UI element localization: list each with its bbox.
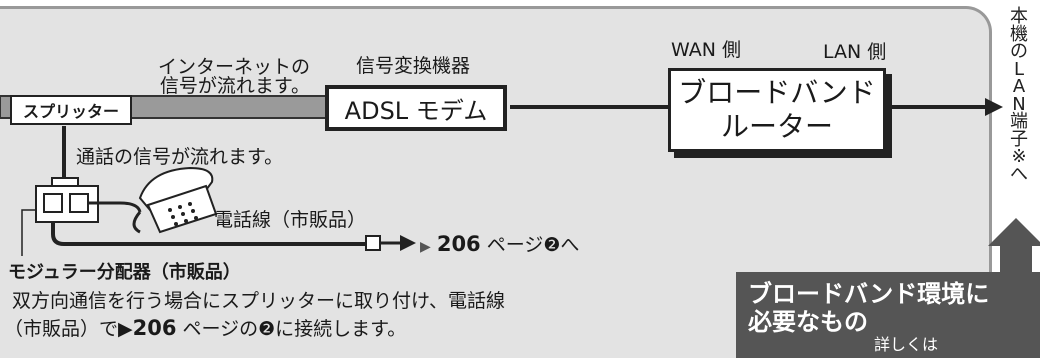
jack-description-line1: 双方向通信を行う場合にスプリッターに取り付け、電話線 xyxy=(12,290,506,312)
vertical-label-char: A xyxy=(1012,76,1026,97)
jack-desc-pre: （市販品）で▶ xyxy=(4,318,133,340)
jack-leader-line xyxy=(21,209,36,256)
wan-side-label: WAN 側 xyxy=(671,39,741,61)
vertical-label-char: へ xyxy=(1010,163,1028,185)
adsl-modem-label: ADSL モデム xyxy=(344,96,488,125)
vertical-label-char: 機 xyxy=(1010,23,1028,45)
callout-subtext: 詳しくは xyxy=(874,335,939,354)
vertical-label-char: の xyxy=(1010,41,1028,62)
ref-arrow-head xyxy=(400,235,416,251)
up-arrow xyxy=(988,218,1040,272)
voice-signal-label: 通話の信号が流れます。 xyxy=(76,146,284,168)
phone-cable-label: 電話線（市販品） xyxy=(214,209,367,231)
phone-cord xyxy=(88,201,142,213)
router-label-line2: ルーター xyxy=(720,110,833,143)
router-box: ブロードバンド ルーター xyxy=(668,68,886,152)
internet-signal-label: インターネットの 信号が流れます。 xyxy=(158,56,311,97)
jack-title: モジュラー分配器（市販品） xyxy=(8,262,241,283)
vertical-label-char: 本 xyxy=(1010,6,1028,27)
cable-connector xyxy=(365,235,381,251)
vertical-label-char: 子 xyxy=(1010,128,1028,150)
callout-title-line1: ブロードバンド環境に xyxy=(748,280,990,308)
vertical-label-char: L xyxy=(1013,58,1025,80)
phone-cable xyxy=(51,222,366,246)
ref-page-number: 206 xyxy=(436,232,481,256)
vertical-label-char: ※ xyxy=(1011,146,1027,167)
telephone-icon xyxy=(132,166,218,234)
jack-desc-page: 206 xyxy=(132,316,177,340)
vertical-label-char: 端 xyxy=(1010,111,1028,132)
ref-marker: ▶ xyxy=(420,239,431,255)
vertical-label-char: N xyxy=(1012,93,1026,115)
jack-port-2 xyxy=(69,193,89,213)
ref-page-suffix: ページ❷へ xyxy=(486,234,580,256)
jack-desc-post: ページの❷に接続します。 xyxy=(176,318,407,340)
lan-side-label: LAN 側 xyxy=(823,41,887,63)
callout-title-line2: 必要なもの xyxy=(748,308,868,336)
adsl-modem-box: ADSL モデム xyxy=(325,85,507,131)
splitter-box: スプリッター xyxy=(10,95,132,125)
lan-arrow-head xyxy=(985,98,1003,116)
jack-port-1 xyxy=(43,193,63,213)
router-label-line1: ブロードバンド xyxy=(678,76,876,109)
callout-box: ブロードバンド環境に 必要なもの 詳しくは xyxy=(736,272,1040,358)
page-reference: ▶ 206 ページ❷へ xyxy=(420,233,579,258)
jack-description-line2: （市販品）で▶206 ページの❷に接続します。 xyxy=(4,317,406,340)
converter-label: 信号変換機器 xyxy=(356,55,471,77)
splitter-label: スプリッター xyxy=(22,102,119,121)
